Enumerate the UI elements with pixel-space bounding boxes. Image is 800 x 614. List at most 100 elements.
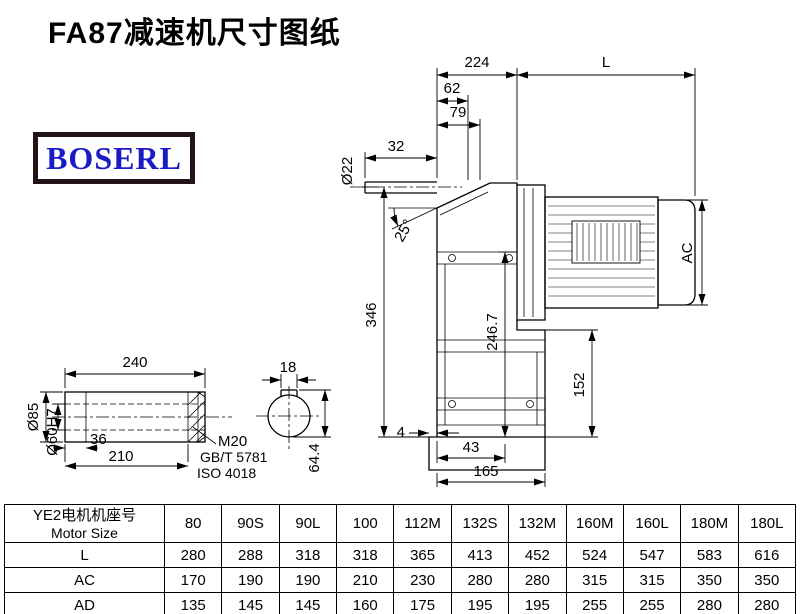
dimension-value-cell: 350 — [737, 567, 797, 593]
dim-diameter-85-label: Ø85 — [25, 403, 42, 431]
dim-18-label: 18 — [280, 359, 297, 376]
dimension-value-cell: 280 — [508, 567, 567, 593]
motor-core-section — [571, 220, 641, 264]
dim-64-4-label: 64.4 — [306, 443, 323, 472]
dim-64-4: 64.4 — [293, 389, 331, 473]
standard-gb5781-label: GB/T 5781 — [200, 449, 268, 465]
dimension-value-cell: 583 — [680, 542, 739, 568]
dim-62-label: 62 — [444, 80, 461, 97]
motor-size-header-cell: YE2电机机座号 Motor Size — [4, 504, 165, 543]
dim-36: 36 — [53, 431, 107, 452]
motor-size-column-header: 80 — [163, 504, 223, 543]
boserl-logo-text: BOSERL — [46, 140, 182, 176]
dim-165: 165 — [436, 463, 546, 487]
dimension-value-cell: 170 — [163, 567, 223, 593]
dim-240: 240 — [64, 354, 206, 388]
thread-spec-note: M20 GB/T 5781 ISO 4018 — [192, 426, 268, 481]
row-label: AD — [4, 592, 165, 614]
motor-size-column-header: 160M — [565, 504, 624, 543]
dim-79: 79 — [437, 104, 481, 180]
dim-43-label: 43 — [463, 439, 480, 456]
motor-size-column-header: 132S — [450, 504, 510, 543]
dimension-value-cell: 452 — [508, 542, 567, 568]
page-title: FA87减速机尺寸图纸 — [48, 17, 341, 50]
dimension-value-cell: 365 — [393, 542, 452, 568]
dimension-value-cell: 280 — [737, 592, 797, 614]
dim-43: 43 — [436, 439, 506, 463]
dimension-value-cell: 135 — [163, 592, 223, 614]
dim-4: 4 — [397, 424, 459, 441]
dim-152: 152 — [545, 329, 598, 438]
dimension-value-cell: 195 — [508, 592, 567, 614]
motor-size-column-header: 180M — [680, 504, 739, 543]
row-label: L — [4, 542, 165, 568]
dim-346: 346 — [362, 186, 429, 438]
input-shaft — [364, 181, 437, 194]
dim-diameter-60H7: Ø60H7 — [44, 403, 65, 456]
dim-152-label: 152 — [571, 372, 588, 397]
motor-size-column-header: 100 — [336, 504, 395, 543]
dimension-value-cell: 315 — [565, 567, 624, 593]
dimension-value-cell: 318 — [336, 542, 395, 568]
dimension-value-cell: 195 — [450, 592, 510, 614]
dimension-value-cell: 190 — [278, 567, 338, 593]
dimension-value-cell: 175 — [393, 592, 452, 614]
dimension-value-cell: 145 — [221, 592, 280, 614]
dimension-value-cell: 318 — [278, 542, 338, 568]
dimension-value-cell: 280 — [163, 542, 223, 568]
dim-62: 62 — [437, 80, 469, 180]
dim-18: 18 — [262, 359, 316, 388]
dim-diameter-85: Ø85 — [25, 391, 63, 443]
dim-246-7: 246.7 — [484, 251, 517, 437]
dimension-value-cell: 160 — [336, 592, 395, 614]
dim-79-label: 79 — [450, 104, 467, 121]
dimension-value-cell: 413 — [450, 542, 510, 568]
dim-AC-label: AC — [679, 242, 696, 263]
dim-246-7-label: 246.7 — [484, 313, 501, 351]
dim-diameter-22-label: Ø22 — [339, 157, 356, 185]
motor-size-column-header: 180L — [737, 504, 797, 543]
gearbox-housing-details — [437, 191, 545, 426]
dim-36-label: 36 — [90, 431, 107, 448]
dimension-value-cell: 145 — [278, 592, 338, 614]
dim-346-label: 346 — [363, 302, 380, 327]
dimension-value-cell: 524 — [565, 542, 624, 568]
dim-240-label: 240 — [122, 354, 147, 371]
dim-25deg-label: 25° — [391, 217, 417, 245]
standard-iso4018-label: ISO 4018 — [197, 465, 256, 481]
motor-size-header-en: Motor Size — [51, 524, 118, 541]
dim-L-label: L — [602, 54, 610, 71]
dim-diameter-60H7-label: Ø60H7 — [44, 408, 61, 456]
motor-size-column-header: 160L — [622, 504, 682, 543]
thread-m20-label: M20 — [218, 433, 247, 450]
row-label: AC — [4, 567, 165, 593]
motor-size-column-header: 90S — [221, 504, 280, 543]
dim-AC: AC — [679, 199, 708, 306]
dimension-value-cell: 280 — [680, 592, 739, 614]
dim-210-label: 210 — [108, 448, 133, 465]
technical-drawing: 224 L 62 79 32 Ø22 25° — [25, 54, 708, 487]
boserl-logo: BOSERL — [33, 132, 195, 184]
dim-165-label: 165 — [473, 463, 498, 480]
dim-32: 32 — [364, 138, 437, 178]
dim-4-label: 4 — [397, 424, 405, 441]
dimension-value-cell: 616 — [737, 542, 797, 568]
dimension-value-cell: 255 — [622, 592, 682, 614]
dim-210: 210 — [64, 444, 189, 470]
shaft-bore-circle — [267, 394, 311, 438]
keyway-slot — [280, 389, 298, 397]
dimension-value-cell: 350 — [680, 567, 739, 593]
dimension-value-cell: 230 — [393, 567, 452, 593]
motor-body — [544, 196, 696, 309]
dimension-value-cell: 547 — [622, 542, 682, 568]
dimension-value-cell: 280 — [450, 567, 510, 593]
dimension-value-cell: 255 — [565, 592, 624, 614]
dimension-value-cell: 288 — [221, 542, 280, 568]
dim-224-label: 224 — [464, 54, 489, 71]
